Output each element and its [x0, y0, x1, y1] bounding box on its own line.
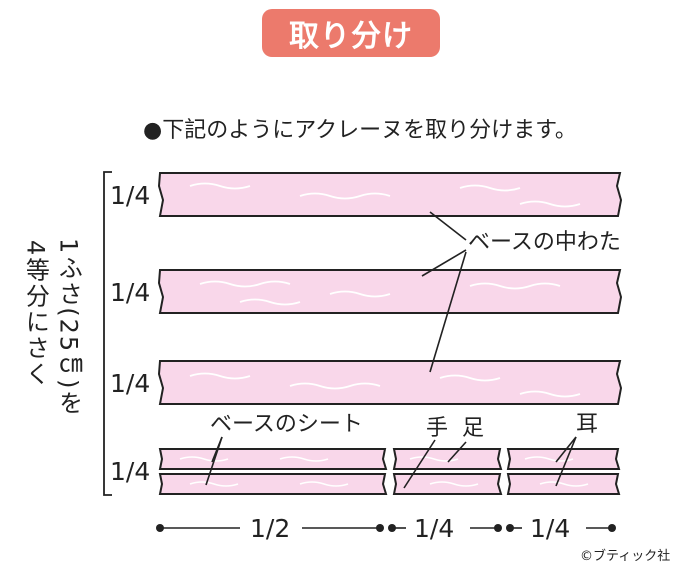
- label-base-sheet: ベースのシート: [210, 412, 363, 437]
- strip-ear-2: [506, 473, 621, 495]
- title-badge: 取り分け: [262, 9, 440, 57]
- split-note-line1: 1ふさ(25㎝)を: [54, 238, 83, 417]
- label-foot: 足: [462, 416, 485, 441]
- quarter-label-3: 1/4: [110, 369, 151, 398]
- quarter-label-2: 1/4: [110, 278, 151, 307]
- dimension-line: [156, 524, 616, 532]
- strip-base-sheet-1: [158, 448, 388, 470]
- strip-hand-foot-1: [392, 448, 503, 470]
- title-text: 取り分け: [289, 19, 413, 54]
- dimension-quarter-2: 1/4: [530, 514, 571, 543]
- leader-lines: [205, 211, 577, 489]
- strip-base-filling-3: [157, 360, 623, 405]
- left-bracket: [103, 171, 112, 496]
- quarter-label-4: 1/4: [110, 457, 151, 486]
- dimension-quarter-1: 1/4: [414, 514, 455, 543]
- strip-base-sheet-2: [158, 473, 388, 495]
- copyright: ©ブティック社: [580, 549, 671, 564]
- label-hand: 手: [426, 416, 449, 441]
- split-note-line2: 4等分にさく: [21, 240, 50, 388]
- label-ear: 耳: [576, 412, 599, 437]
- dimension-half: 1/2: [250, 514, 291, 543]
- strip-base-filling-1: [157, 172, 623, 217]
- quarter-label-1: 1/4: [110, 181, 151, 210]
- label-base-filling: ベースの中わた: [468, 230, 621, 255]
- strip-base-filling-2: [157, 269, 623, 314]
- instruction-text: ●下記のようにアクレーヌを取り分けます。: [143, 118, 577, 143]
- strip-hand-foot-2: [392, 473, 503, 495]
